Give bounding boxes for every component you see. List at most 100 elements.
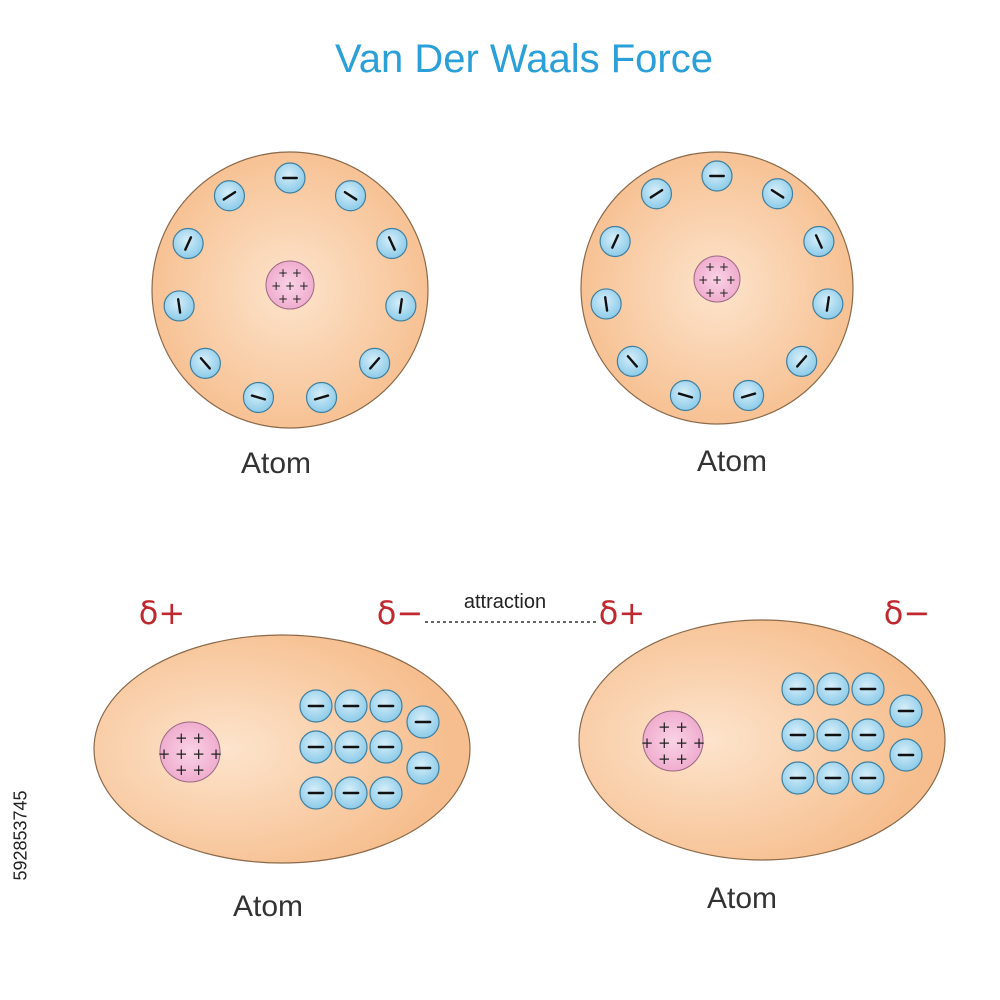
nucleus-charge-row: + + bbox=[658, 750, 688, 768]
electron bbox=[786, 345, 818, 377]
attraction-label: attraction bbox=[464, 591, 546, 613]
electron bbox=[889, 694, 923, 728]
electron bbox=[781, 761, 815, 795]
electron bbox=[385, 290, 417, 322]
electron-cluster bbox=[299, 689, 440, 810]
electron bbox=[889, 738, 923, 772]
atom-top-right: + + + + + + + bbox=[580, 151, 854, 425]
partial-positive-label: δ+ bbox=[139, 594, 185, 632]
electron bbox=[851, 718, 885, 752]
minus-sign bbox=[825, 296, 831, 312]
electron-shell bbox=[163, 162, 417, 414]
electron bbox=[640, 178, 673, 210]
electron bbox=[816, 761, 850, 795]
stock-id-text: 592853745 bbox=[10, 789, 31, 881]
atom-label: Atom bbox=[707, 882, 777, 915]
electron bbox=[369, 689, 403, 723]
electron-shell bbox=[590, 160, 844, 412]
electron bbox=[242, 381, 275, 414]
electron bbox=[163, 290, 195, 322]
electron bbox=[406, 751, 440, 785]
minus-sign bbox=[603, 296, 609, 312]
electron bbox=[213, 180, 246, 212]
nucleus bbox=[265, 260, 315, 310]
nucleus bbox=[693, 255, 741, 303]
electron bbox=[334, 689, 368, 723]
minus-sign bbox=[770, 188, 785, 199]
minus-sign bbox=[740, 392, 757, 399]
partial-negative-label: δ− bbox=[377, 594, 423, 632]
electron bbox=[851, 761, 885, 795]
atom-bottom-right: + + + + + + + + bbox=[578, 619, 946, 861]
atom-body bbox=[93, 634, 471, 864]
electron bbox=[299, 689, 333, 723]
electron bbox=[334, 776, 368, 810]
electron bbox=[359, 347, 391, 379]
electron bbox=[369, 776, 403, 810]
electron bbox=[616, 345, 648, 377]
electron bbox=[369, 730, 403, 764]
nucleus-charge-row: + + bbox=[278, 292, 302, 306]
nucleus-charge-row: + + + + bbox=[641, 734, 706, 752]
electron bbox=[299, 776, 333, 810]
minus-sign bbox=[250, 394, 267, 401]
electron bbox=[781, 718, 815, 752]
minus-sign bbox=[369, 357, 381, 370]
atom-label: Atom bbox=[241, 447, 311, 480]
nucleus-charge-row: + + + + bbox=[158, 745, 223, 763]
electron bbox=[274, 162, 306, 194]
nucleus-charge-row: + + bbox=[705, 286, 729, 300]
minus-sign bbox=[222, 190, 237, 201]
electron bbox=[406, 705, 440, 739]
minus-sign bbox=[814, 234, 823, 249]
electron-cluster bbox=[781, 672, 923, 795]
nucleus-charge-row: + + + bbox=[698, 273, 736, 287]
minus-sign bbox=[184, 236, 193, 251]
atom-top-left: + + + + + + + bbox=[151, 151, 429, 429]
nucleus-charge-row: + + bbox=[175, 729, 205, 747]
electron bbox=[812, 288, 844, 320]
atom-label: Atom bbox=[233, 890, 303, 923]
minus-sign bbox=[611, 234, 620, 249]
electron bbox=[701, 160, 733, 192]
electron bbox=[851, 672, 885, 706]
atom-bottom-left: + + + + + + + + bbox=[93, 634, 471, 864]
electron bbox=[189, 347, 221, 379]
minus-sign bbox=[626, 355, 638, 368]
nucleus-charge-row: + + bbox=[278, 266, 302, 280]
stock-id: 592853745 bbox=[6, 760, 36, 910]
nucleus bbox=[642, 710, 704, 772]
diagram-title: Van Der Waals Force bbox=[335, 37, 713, 81]
atom-label: Atom bbox=[697, 445, 767, 478]
nucleus-charge-row: + + bbox=[705, 260, 729, 274]
electron bbox=[669, 379, 702, 412]
minus-sign bbox=[796, 355, 808, 368]
minus-sign bbox=[313, 394, 330, 401]
minus-sign bbox=[176, 298, 182, 314]
nucleus bbox=[159, 721, 221, 783]
electron bbox=[816, 672, 850, 706]
electron bbox=[803, 225, 835, 258]
minus-sign bbox=[649, 188, 664, 199]
minus-sign bbox=[677, 392, 694, 399]
atom-body bbox=[578, 619, 946, 861]
partial-negative-label: δ− bbox=[884, 594, 930, 632]
electron bbox=[761, 178, 794, 210]
electron bbox=[299, 730, 333, 764]
minus-sign bbox=[398, 298, 404, 314]
electron bbox=[781, 672, 815, 706]
electron bbox=[334, 730, 368, 764]
electron bbox=[816, 718, 850, 752]
electron bbox=[376, 227, 408, 260]
nucleus-charge-row: + + bbox=[658, 718, 688, 736]
nucleus-charge-row: + + + bbox=[271, 279, 309, 293]
electron bbox=[599, 225, 631, 258]
electron bbox=[334, 180, 367, 212]
electron bbox=[590, 288, 622, 320]
electron bbox=[172, 227, 204, 260]
nucleus-charge-row: + + bbox=[175, 761, 205, 779]
electron bbox=[732, 379, 765, 412]
minus-sign bbox=[199, 357, 211, 370]
minus-sign bbox=[387, 236, 396, 251]
